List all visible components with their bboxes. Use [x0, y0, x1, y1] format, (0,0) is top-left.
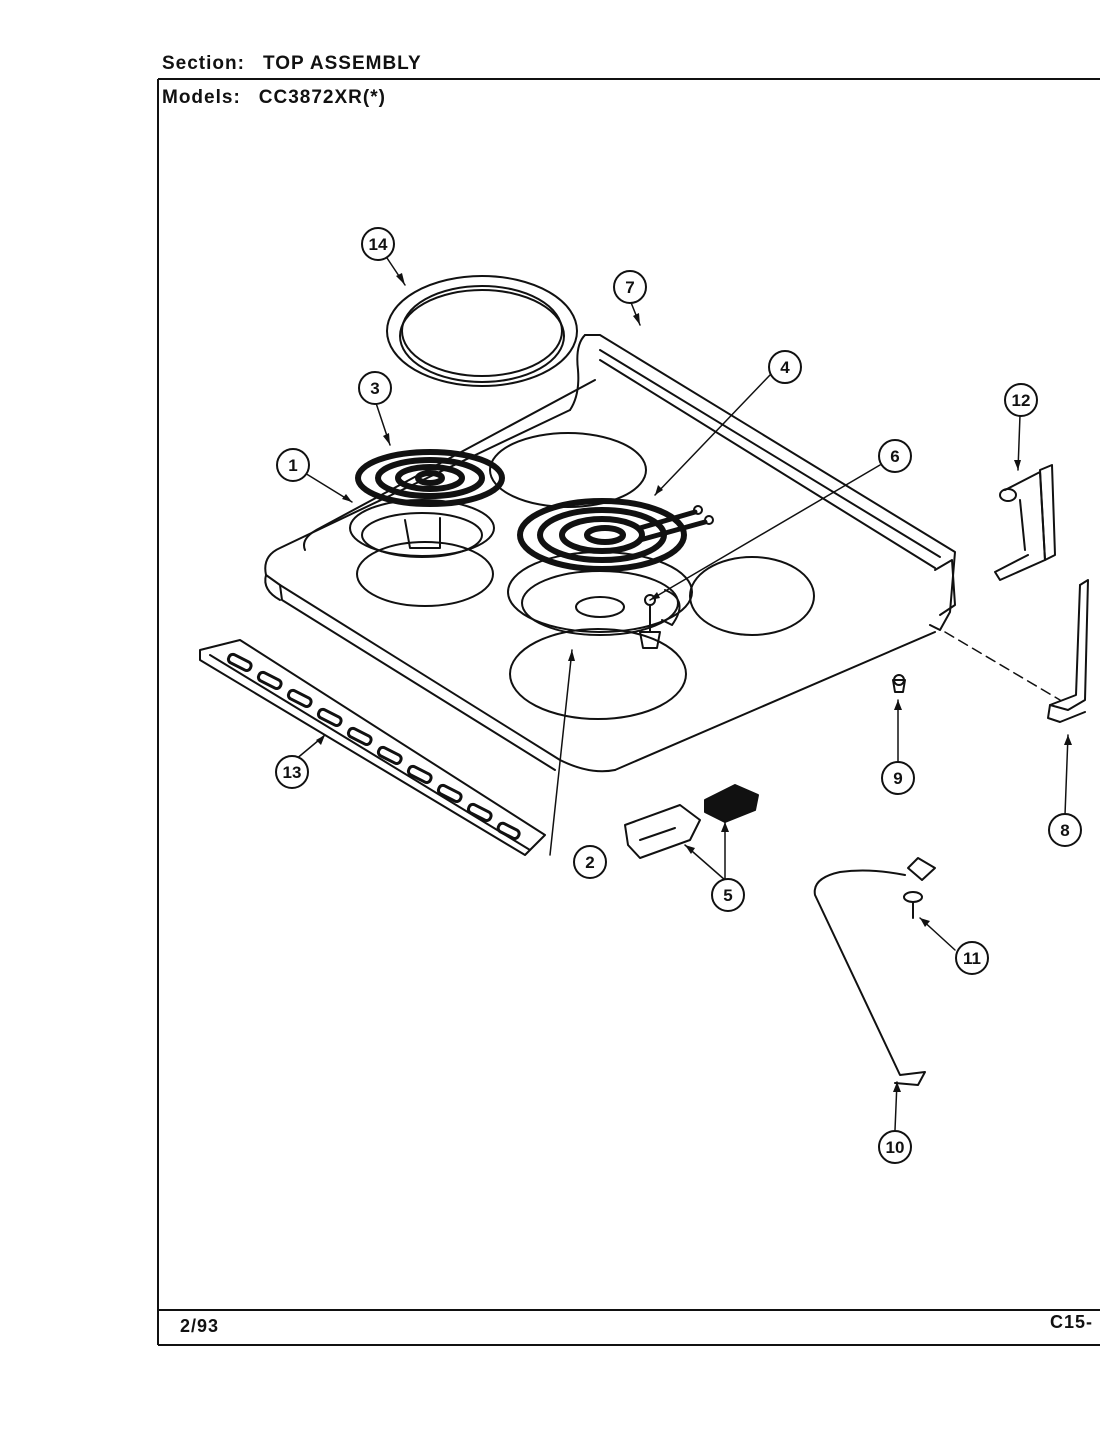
drip-bowl-small — [349, 499, 495, 558]
callout-5: 5 — [711, 878, 745, 912]
trim-ring — [386, 275, 578, 387]
svg-text:8: 8 — [1060, 821, 1069, 840]
models-label: Models: — [162, 87, 241, 108]
ground-wire — [813, 857, 936, 1086]
screw — [639, 594, 661, 649]
section-header: Section: TOP ASSEMBLY — [162, 53, 422, 75]
surface-element-small — [355, 449, 505, 507]
ground-screw — [903, 891, 923, 919]
callout-8: 8 — [1048, 813, 1082, 847]
models-header: Models: CC3872XR(*) — [162, 87, 386, 109]
callout-11: 11 — [955, 941, 989, 975]
svg-text:11: 11 — [963, 949, 981, 968]
svg-text:9: 9 — [893, 769, 902, 788]
top-assembly-diagram — [199, 254, 1089, 1131]
callout-10: 10 — [878, 1130, 912, 1164]
svg-text:7: 7 — [625, 278, 634, 297]
drip-bowl-large — [507, 551, 693, 636]
side-trim — [1047, 579, 1089, 723]
callout-2: 2 — [573, 845, 607, 879]
callout-9: 9 — [881, 761, 915, 795]
svg-text:14: 14 — [369, 235, 388, 254]
hinge-bracket — [994, 464, 1056, 581]
clip — [892, 674, 906, 693]
svg-text:13: 13 — [283, 763, 302, 782]
section-value: TOP ASSEMBLY — [262, 53, 422, 74]
cooktop-panel — [264, 334, 956, 773]
models-value: CC3872XR(*) — [258, 87, 386, 108]
section-label: Section: — [162, 53, 245, 74]
callout-12: 12 — [1004, 383, 1038, 417]
svg-text:10: 10 — [886, 1138, 905, 1157]
callout-3: 3 — [358, 371, 392, 405]
callout-13: 13 — [275, 755, 309, 789]
svg-text:2: 2 — [585, 853, 594, 872]
footer-page-code: C15- — [1050, 1312, 1094, 1332]
svg-text:6: 6 — [890, 447, 899, 466]
surface-element-large — [517, 498, 708, 572]
svg-text:1: 1 — [288, 456, 297, 475]
callout-7: 7 — [613, 270, 647, 304]
svg-text:3: 3 — [370, 379, 379, 398]
callout-1: 1 — [276, 448, 310, 482]
callout-4: 4 — [768, 350, 802, 384]
receptacle-block — [624, 784, 759, 859]
callout-6: 6 — [878, 439, 912, 473]
callout-14: 14 — [361, 227, 395, 261]
svg-text:4: 4 — [780, 358, 790, 377]
footer-date: 2/93 — [180, 1316, 220, 1336]
vent-trim — [199, 639, 546, 856]
svg-text:12: 12 — [1012, 391, 1031, 410]
svg-text:5: 5 — [723, 886, 732, 905]
